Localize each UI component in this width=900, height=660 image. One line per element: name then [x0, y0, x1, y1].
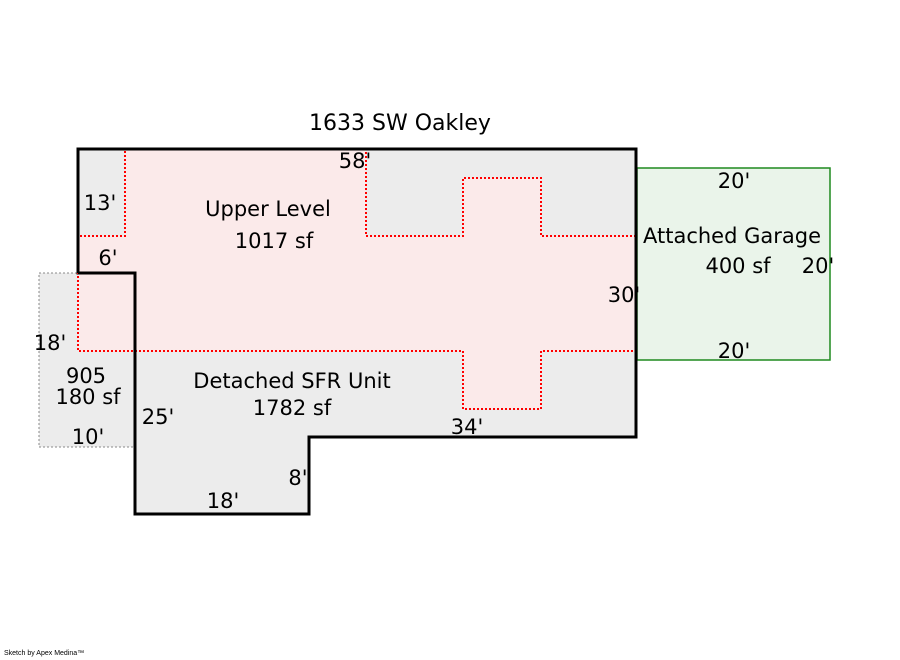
- dim-garage-top: 20': [718, 169, 751, 193]
- title-label: 1633 SW Oakley: [309, 111, 491, 136]
- main-outline-step: [78, 271, 137, 514]
- garage-name: Attached Garage: [643, 224, 821, 248]
- dim-garage-bottom: 20': [718, 339, 751, 363]
- dim-left-upper: 13': [84, 191, 117, 215]
- dim-top: 58': [339, 149, 372, 173]
- annex-name: 905: [66, 364, 106, 388]
- dim-step: 6': [98, 246, 117, 270]
- garage-area: 400 sf: [705, 254, 771, 278]
- dim-bottom-left: 18': [207, 489, 240, 513]
- dim-annex-width: 10': [72, 425, 105, 449]
- main-area-name: Detached SFR Unit: [193, 369, 390, 393]
- attached-garage-area: [636, 167, 831, 361]
- dim-notch: 8': [288, 466, 307, 490]
- main-area-size: 1782 sf: [253, 396, 332, 420]
- dim-garage-right: 20': [802, 254, 835, 278]
- dim-right: 30': [608, 283, 641, 307]
- dim-annex-height: 18': [34, 331, 67, 355]
- main-outline-top: [76, 147, 638, 437]
- upper-level-name: Upper Level: [205, 197, 331, 221]
- dim-bottom-right: 34': [451, 415, 484, 439]
- dim-left-lower: 25': [142, 405, 175, 429]
- annex-area: 180 sf: [55, 385, 121, 409]
- sketch-credit: Sketch by Apex Medina™: [4, 650, 85, 657]
- upper-level-area: 1017 sf: [235, 229, 314, 253]
